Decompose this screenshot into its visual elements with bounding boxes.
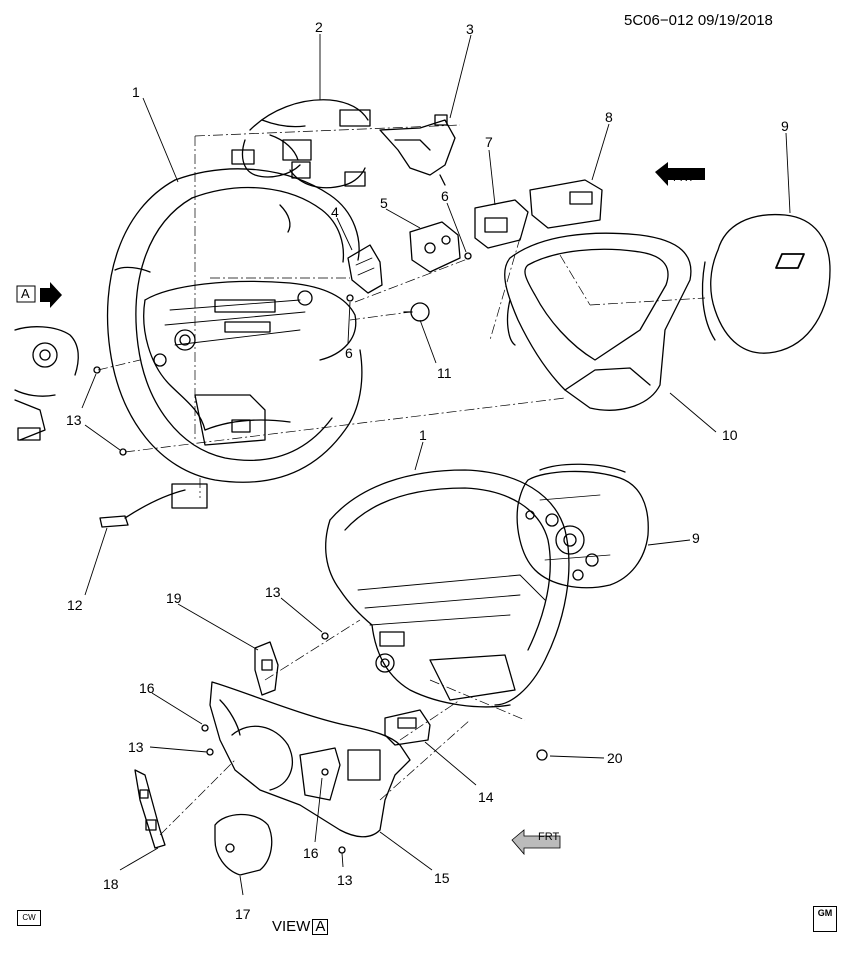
- screw-13a: [93, 366, 101, 374]
- steering-column: [14, 326, 79, 441]
- lower-trim-15: [209, 681, 411, 838]
- cover-17: [214, 813, 273, 876]
- bracket-18: [134, 769, 166, 849]
- assembly-lines: [97, 124, 706, 836]
- callout-20: 20: [607, 750, 623, 766]
- leader-lines: [81, 34, 791, 896]
- frt-label-bottom: FRT: [538, 831, 560, 843]
- callout-15: 15: [434, 870, 450, 886]
- callout-12: 12: [67, 597, 83, 613]
- switch-5: [409, 221, 461, 273]
- switch-14: [384, 709, 431, 746]
- callout-1: 1: [132, 84, 140, 100]
- callout-16-lower: 16: [303, 845, 319, 861]
- frt-label-top: FRT: [673, 172, 695, 184]
- airbag-9-top: [701, 213, 831, 354]
- callout-6-hub: 6: [345, 345, 353, 361]
- view-a-arrow: [16, 282, 62, 308]
- callout-11: 11: [437, 365, 452, 381]
- steering-wheel-bezel: [504, 232, 692, 411]
- callout-2: 2: [315, 19, 323, 35]
- callout-13-lower-top: 13: [265, 584, 281, 600]
- callout-13-left: 13: [66, 412, 82, 428]
- callout-18: 18: [103, 876, 119, 892]
- wiring-harness: [231, 99, 371, 189]
- screw-6a: [464, 252, 472, 260]
- callout-9-lower: 9: [692, 530, 700, 546]
- callout-1-lower: 1: [419, 427, 427, 443]
- callout-10: 10: [722, 427, 738, 443]
- gm-logo: GM: [813, 906, 837, 932]
- screw-16b: [321, 768, 329, 776]
- screw-16a: [201, 724, 209, 732]
- screw-13e: [338, 846, 346, 854]
- airbag-9-lower: [516, 463, 649, 589]
- steering-wheel-lower: [325, 469, 570, 708]
- callout-9-top: 9: [781, 118, 789, 134]
- switch-4: [347, 244, 383, 294]
- view-label-letter: A: [312, 919, 329, 935]
- callout-19: 19: [166, 590, 182, 606]
- callout-16-left: 16: [139, 680, 155, 696]
- harness-12: [99, 483, 208, 528]
- callout-4: 4: [331, 204, 339, 220]
- callout-13-lower-left: 13: [128, 739, 144, 755]
- bolt-20: [536, 749, 548, 761]
- callout-3: 3: [466, 21, 474, 37]
- view-label-text: VIEW: [272, 918, 311, 935]
- callout-8: 8: [605, 109, 613, 125]
- callout-7: 7: [485, 134, 493, 150]
- callout-6-top: 6: [441, 188, 449, 204]
- frt-arrow-top: [655, 162, 705, 186]
- callout-14: 14: [478, 789, 494, 805]
- view-a-tag: A: [21, 286, 30, 301]
- bracket-3: [379, 114, 456, 186]
- bracket-7: [474, 199, 529, 249]
- screw-13d: [206, 748, 214, 756]
- callout-5: 5: [380, 195, 388, 211]
- screw-13c: [321, 632, 329, 640]
- steering-wheel-upper: [106, 168, 363, 483]
- cw-badge: CW: [17, 910, 41, 926]
- document-id: 5C06−012 09/19/2018: [624, 12, 773, 29]
- screw-6b: [346, 294, 354, 302]
- bracket-19: [254, 641, 279, 696]
- callout-13-bottom: 13: [337, 872, 353, 888]
- callout-17: 17: [235, 906, 251, 922]
- switch-8: [529, 179, 603, 229]
- frt-arrow-bottom: [511, 829, 561, 856]
